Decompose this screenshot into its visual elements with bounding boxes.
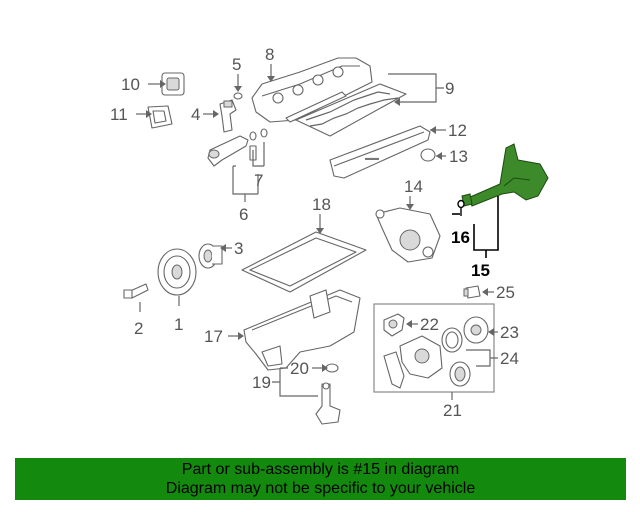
part-5-oring[interactable] <box>233 92 243 100</box>
callout-23[interactable]: 23 <box>500 323 519 342</box>
callout-6[interactable]: 6 <box>239 205 248 224</box>
part-24-seals[interactable] <box>441 327 471 387</box>
callout-5[interactable]: 5 <box>232 55 241 74</box>
callout-14[interactable]: 14 <box>404 177 423 196</box>
part-25-sensor[interactable] <box>463 285 481 299</box>
banner-line-2: Diagram may not be specific to your vehi… <box>165 480 476 497</box>
callout-4[interactable]: 4 <box>191 105 200 124</box>
part-21-thermostat[interactable] <box>383 335 443 389</box>
part-7-seals[interactable] <box>249 128 268 161</box>
callout-19[interactable]: 19 <box>252 373 271 392</box>
callout-21[interactable]: 21 <box>443 401 462 420</box>
callout-12[interactable]: 12 <box>448 121 467 140</box>
callout-24[interactable]: 24 <box>500 349 519 368</box>
part-23-cover[interactable] <box>463 316 489 344</box>
callout-18[interactable]: 18 <box>312 195 331 214</box>
callout-9[interactable]: 9 <box>445 79 454 98</box>
callout-22[interactable]: 22 <box>420 315 439 334</box>
callout-20[interactable]: 20 <box>290 359 309 378</box>
callout-7[interactable]: 7 <box>254 171 263 190</box>
part-11-gasket[interactable] <box>147 105 173 129</box>
part-14-pump[interactable] <box>375 207 441 263</box>
callout-17[interactable]: 17 <box>204 327 223 346</box>
part-22-housing[interactable] <box>383 313 405 337</box>
callout-3[interactable]: 3 <box>234 239 243 258</box>
callout-8[interactable]: 8 <box>265 45 274 64</box>
part-12-cover[interactable]: ▬▬ <box>329 125 431 179</box>
part-9-gasket[interactable] <box>295 83 407 137</box>
callout-2[interactable]: 2 <box>134 319 143 338</box>
part-1-pulley[interactable] <box>157 248 197 296</box>
part-4-sensor[interactable] <box>219 99 237 133</box>
callout-11[interactable]: 11 <box>110 105 128 124</box>
callout-16[interactable]: 16 <box>451 228 470 247</box>
part-3-hub[interactable] <box>198 243 223 269</box>
info-banner: Part or sub-assembly is #15 in diagram D… <box>15 458 626 500</box>
callout-13[interactable]: 13 <box>449 147 468 166</box>
part-17-oil-pan[interactable] <box>243 289 361 371</box>
callout-25[interactable]: 25 <box>496 283 515 302</box>
part-10-cap[interactable] <box>161 72 185 96</box>
part-19-dipstick[interactable] <box>315 382 341 425</box>
svg-text:▬▬: ▬▬ <box>365 155 379 162</box>
callout-1[interactable]: 1 <box>174 315 183 334</box>
part-2-bolt[interactable] <box>123 283 149 299</box>
part-8-head-cover[interactable] <box>251 57 373 123</box>
callout-10[interactable]: 10 <box>121 75 140 94</box>
part-16-oring[interactable] <box>457 199 465 217</box>
part-6-sensor[interactable] <box>207 135 249 167</box>
banner-line-1: Part or sub-assembly is #15 in diagram <box>181 461 460 478</box>
part-15-highlighted[interactable] <box>461 143 549 207</box>
parts-diagram: 10 11 5 4 7 6 8 <box>110 45 549 425</box>
part-13-plug[interactable] <box>420 148 436 162</box>
callout-15[interactable]: 15 <box>471 261 490 280</box>
part-18-gasket[interactable] <box>241 231 367 293</box>
